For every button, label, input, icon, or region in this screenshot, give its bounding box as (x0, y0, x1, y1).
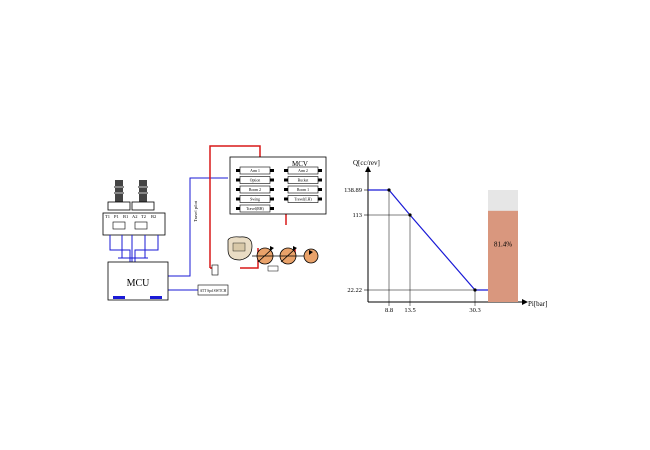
port-label: A2 (132, 214, 138, 219)
spool-end-left (236, 207, 240, 210)
x-tick-label: 13.5 (404, 307, 415, 314)
spool-label: Travel(LH) (294, 198, 312, 202)
capacity-bar-label: 81.4% (494, 240, 512, 248)
att-speed-switch-label: ATT Spd SWTCH (200, 289, 227, 293)
mcv-box (229, 156, 327, 215)
joystick-left (107, 180, 131, 211)
port-label: B1 (123, 214, 128, 219)
spool-end-left (284, 169, 288, 172)
pump-1-icon (256, 246, 274, 265)
port-label: P1 (114, 214, 119, 219)
spool-label: Arm 1 (250, 169, 260, 173)
spool-label: Bucket (298, 179, 310, 183)
y-axis-arrow (365, 166, 371, 172)
y-tick-label: 113 (352, 212, 362, 219)
mcu-connector-right (150, 296, 162, 299)
spool-end-right (270, 197, 274, 201)
spool-end-right (270, 188, 274, 191)
mcu-label: MCU (127, 278, 151, 289)
regulator-box (267, 265, 279, 272)
flow-curve-point (408, 213, 412, 217)
spool-label: Travel(RH) (246, 207, 264, 211)
pump-2-icon (279, 246, 297, 265)
spool-end-right (270, 169, 274, 172)
y-axis-label: Q[cc/rev] (353, 159, 380, 167)
port-label: T1 (105, 214, 110, 219)
pilot-pump-icon (303, 248, 319, 264)
capacity-bar-fill (488, 210, 518, 302)
chart-marks: 138.89 113 22.22 8.8 13.5 30.3 81.4% (344, 166, 528, 314)
pilot-valve-block (102, 212, 166, 236)
hydraulic-schematic: T1 P1 B1 A2 T2 B2 MCU Travel pilot (102, 145, 327, 301)
spool-end-right (270, 207, 274, 210)
flow-curve-point (473, 288, 477, 292)
spool-end-left (236, 188, 240, 191)
spool-end-left (284, 188, 288, 191)
x-axis-arrow (522, 299, 528, 305)
pq-chart: Q[cc/rev] Pi[bar] 138.89 113 22.22 8.8 13.5 3… (344, 159, 547, 314)
pilot-sensor-left (112, 221, 126, 230)
spool-end-left (284, 178, 288, 182)
signal-lines (109, 177, 228, 291)
pressure-sensor (211, 264, 219, 276)
spool-end-right (318, 188, 322, 191)
port-label: B2 (151, 214, 156, 219)
x-tick-label: 30.3 (469, 307, 480, 314)
x-tick-label: 8.8 (385, 307, 393, 314)
pilot-sensor-right (134, 221, 148, 230)
travel-pilot-label: Travel pilot (193, 200, 198, 222)
mcu-connector-left (113, 296, 125, 299)
mcv-label: MCV (292, 160, 308, 168)
flow-curve-line (368, 189, 488, 291)
flow-curve-point (387, 188, 391, 192)
spool-label: Arm 2 (298, 169, 308, 173)
port-label: T2 (141, 214, 146, 219)
mcu-box (107, 261, 169, 301)
att-speed-switch-box (197, 284, 229, 296)
spool-end-right (318, 178, 322, 182)
x-axis-label: Pi[bar] (528, 300, 547, 308)
spool-label: Boom 1 (297, 188, 309, 192)
spool-end-left (284, 197, 288, 201)
spool-end-left (236, 178, 240, 182)
spool-label: Boom 2 (249, 188, 261, 192)
engine-icon (227, 236, 253, 261)
spool-end-right (270, 178, 274, 182)
spool-end-right (318, 197, 322, 201)
y-tick-label: 22.22 (347, 287, 362, 294)
joystick-right (131, 180, 155, 211)
spool-end-left (236, 169, 240, 172)
y-tick-label: 138.89 (344, 187, 362, 194)
port-labels: T1 P1 B1 A2 T2 B2 (105, 214, 156, 219)
spool-end-right (318, 169, 322, 172)
spool-label: Option (250, 179, 261, 183)
spool-label: Swing (250, 198, 260, 202)
spool-end-left (236, 197, 240, 201)
